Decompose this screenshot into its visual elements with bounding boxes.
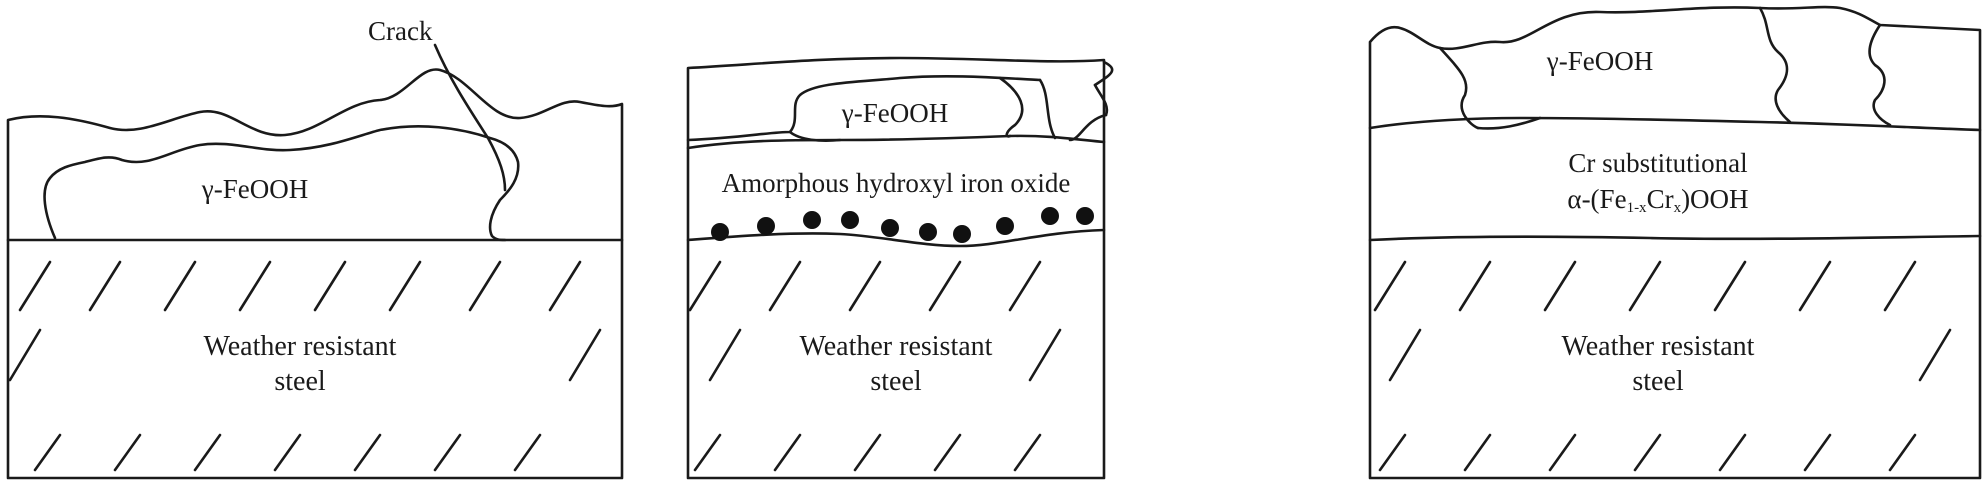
panel-3-cr-formula-prefix: α-(Fe bbox=[1567, 184, 1626, 214]
panel-1-hatch-line bbox=[163, 260, 197, 312]
panel-3-hatch-line bbox=[1388, 328, 1422, 382]
panel-3-steel-label-line2: steel bbox=[1632, 366, 1684, 397]
panel-2-hatch-line bbox=[768, 260, 802, 312]
panel-2-dot bbox=[881, 219, 899, 237]
panel-2-hatch-line bbox=[848, 260, 882, 312]
panel-3-hatch-line bbox=[1633, 433, 1662, 472]
panel-2-grain-boundary bbox=[1093, 60, 1114, 87]
panel-1-hatch-line bbox=[388, 260, 422, 312]
panel-2-dot bbox=[757, 217, 775, 235]
panel-1-hatch-line bbox=[88, 260, 122, 312]
panel-1-crack-line bbox=[433, 43, 507, 192]
panel-1-gamma-feooh-island bbox=[43, 125, 520, 242]
panel-2-hatch-line bbox=[853, 433, 882, 472]
panel-1-hatch-line bbox=[273, 433, 302, 472]
panel-3-cr-label-line2: α-(Fe1-xCrx)OOH bbox=[1567, 184, 1748, 216]
panel-3-cr-layer-top bbox=[1368, 116, 1982, 132]
panel-3-steel-interface bbox=[1368, 234, 1982, 242]
panel-3-grain-boundary bbox=[1476, 116, 1542, 130]
panel-2: γ-FeOOH Amorphous hydroxyl iron oxide We… bbox=[686, 56, 1114, 480]
panel-3-hatch-line bbox=[1378, 433, 1407, 472]
panel-3-hatch-line bbox=[1888, 433, 1917, 472]
panel-3-hatch-line bbox=[1918, 328, 1952, 382]
panel-1-hatch-line bbox=[433, 433, 462, 472]
panel-2-dot bbox=[996, 217, 1014, 235]
panel-2-steel-label-line1: Weather resistant bbox=[800, 331, 993, 362]
panel-1-gamma-feooh-label: γ-FeOOH bbox=[201, 174, 308, 204]
panel-1-rust-surface bbox=[6, 68, 624, 242]
panel-2-outline bbox=[686, 56, 1106, 480]
panel-2-amorphous-top bbox=[686, 134, 1106, 150]
panel-3-hatch-line bbox=[1883, 260, 1917, 312]
panel-3-hatch-line bbox=[1548, 433, 1577, 472]
panel-3-grain-boundary bbox=[1868, 23, 1892, 127]
panel-2-hatch-line bbox=[773, 433, 802, 472]
panel-2-hatch-line bbox=[1008, 260, 1042, 312]
panel-2-grain-boundary bbox=[788, 130, 842, 143]
panel-2-steel-label-line2: steel bbox=[870, 366, 922, 397]
panel-2-dot bbox=[1041, 207, 1059, 225]
panel-3-grain-boundary bbox=[1438, 46, 1480, 130]
panel-1: Crack γ-FeOOH Weather resistant steel bbox=[6, 16, 624, 480]
panel-3-outline bbox=[1368, 5, 1982, 480]
panel-2-grain-boundary bbox=[998, 76, 1024, 138]
panel-1-steel-label-line1: Weather resistant bbox=[204, 331, 397, 362]
panel-3-hatch-line bbox=[1803, 433, 1832, 472]
panel-1-hatch-line bbox=[18, 260, 52, 312]
panel-2-dot bbox=[953, 225, 971, 243]
panel-1-hatch-line bbox=[8, 328, 42, 382]
panel-3-cr-formula-mid: Cr bbox=[1647, 184, 1674, 214]
panel-3-hatch-line bbox=[1543, 260, 1577, 312]
panel-2-grain-boundary bbox=[1093, 83, 1109, 117]
panel-1-hatch-line bbox=[548, 260, 582, 312]
panel-3-hatch-line bbox=[1628, 260, 1662, 312]
panel-3-hatch-line bbox=[1458, 260, 1492, 312]
panel-1-hatch-line bbox=[568, 328, 602, 382]
panel-2-hatch-line bbox=[1028, 328, 1062, 382]
panel-2-hatch-line bbox=[688, 260, 722, 312]
panel-1-hatch-line bbox=[468, 260, 502, 312]
panel-1-hatch-line bbox=[113, 433, 142, 472]
panel-2-dot bbox=[711, 223, 729, 241]
panel-3-hatch-line bbox=[1463, 433, 1492, 472]
panel-1-hatch-line bbox=[33, 433, 62, 472]
panel-3-hatch-line bbox=[1373, 260, 1407, 312]
panel-1-crack-label: Crack bbox=[368, 16, 433, 46]
panel-2-dot bbox=[803, 211, 821, 229]
panel-3-steel-label-line1: Weather resistant bbox=[1562, 331, 1755, 362]
panel-3-gamma-feooh-label: γ-FeOOH bbox=[1546, 46, 1653, 76]
panel-3-cr-formula-sub2: x bbox=[1674, 200, 1682, 216]
panel-2-steel-interface bbox=[686, 228, 1106, 248]
panel-3-hatch-line bbox=[1798, 260, 1832, 312]
panel-2-hatch-line bbox=[933, 433, 962, 472]
panel-2-grain-boundary bbox=[1038, 78, 1057, 140]
panel-1-hatch-line bbox=[353, 433, 382, 472]
panel-2-hatch-line bbox=[708, 328, 742, 382]
panel-2-grain-boundary bbox=[686, 74, 1042, 142]
panel-2-grain-boundary bbox=[1068, 113, 1108, 142]
panel-1-hatch-line bbox=[238, 260, 272, 312]
panel-2-hatch-line bbox=[693, 433, 722, 472]
panel-2-dot bbox=[841, 211, 859, 229]
panel-1-steel-label-line2: steel bbox=[274, 366, 326, 397]
panel-2-hatch-line bbox=[928, 260, 962, 312]
panel-1-hatch-line bbox=[313, 260, 347, 312]
panel-2-dot bbox=[1076, 207, 1094, 225]
panel-3: γ-FeOOH Cr substitutional α-(Fe1-xCrx)OO… bbox=[1368, 5, 1982, 480]
panel-3-hatch-line bbox=[1713, 260, 1747, 312]
panel-3-grain-boundary bbox=[1758, 6, 1792, 124]
panel-1-hatch-line bbox=[513, 433, 542, 472]
panel-3-hatch-line bbox=[1718, 433, 1747, 472]
panel-3-cr-formula-suffix: )OOH bbox=[1681, 184, 1749, 214]
panel-2-hatch-line bbox=[1013, 433, 1042, 472]
panel-3-cr-label-line1: Cr substitutional bbox=[1568, 148, 1747, 178]
panel-2-gamma-feooh-label: γ-FeOOH bbox=[841, 98, 948, 128]
panel-2-amorphous-label: Amorphous hydroxyl iron oxide bbox=[722, 168, 1071, 198]
panel-2-dot bbox=[919, 223, 937, 241]
panel-1-hatch-line bbox=[193, 433, 222, 472]
panel-3-cr-formula-sub1: 1-x bbox=[1627, 200, 1647, 216]
